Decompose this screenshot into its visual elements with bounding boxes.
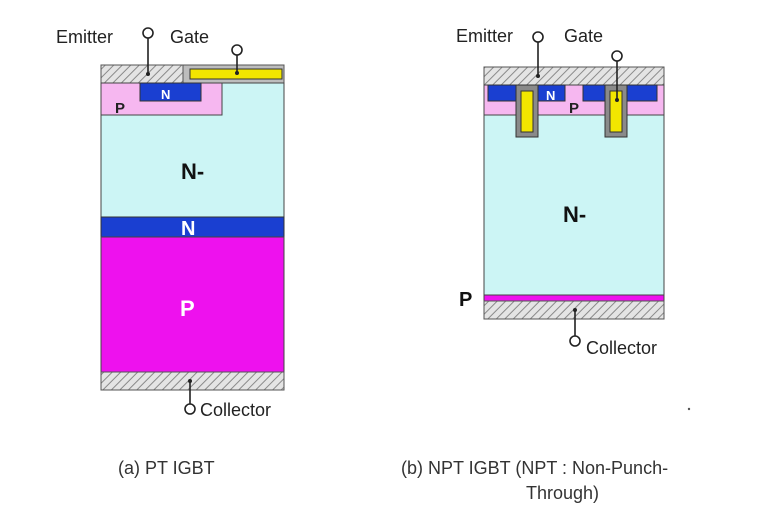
- npt-caption-line2: Through): [526, 483, 599, 503]
- npt-drift-label: N-: [563, 202, 586, 227]
- pt-emitter-terminal: [142, 27, 154, 39]
- npt-igbt-diagram: Emitter Gate N P N- P Collector: [456, 26, 665, 358]
- npt-n-well-label: N: [546, 88, 555, 103]
- npt-gate-terminal: [611, 50, 623, 62]
- npt-emitter-label: Emitter: [456, 26, 513, 46]
- pt-p-body-label: P: [115, 100, 125, 117]
- pt-n-well-label: N: [161, 87, 170, 102]
- npt-emitter-terminal: [532, 31, 544, 43]
- pt-emitter-label: Emitter: [56, 27, 113, 47]
- npt-p-layer-label: P: [459, 289, 472, 311]
- npt-collector-label: Collector: [586, 338, 657, 358]
- npt-caption-line1: (b) NPT IGBT (NPT : Non-Punch-: [401, 458, 668, 478]
- npt-collector-terminal: [569, 335, 581, 347]
- npt-n-well-right-a: [582, 84, 608, 102]
- pt-gate-terminal: [231, 44, 243, 56]
- pt-emitter-metal: [100, 64, 184, 84]
- pt-collector-label: Collector: [200, 400, 271, 420]
- npt-emitter-metal: [483, 66, 665, 86]
- npt-gate-label: Gate: [564, 26, 603, 46]
- pt-n-well: [139, 82, 202, 102]
- pt-drift-label: N-: [181, 159, 204, 184]
- pt-igbt-diagram: Emitter Gate N P N- N P Collector: [56, 27, 285, 420]
- pt-gate-label: Gate: [170, 27, 209, 47]
- npt-n-well-left-a: [487, 84, 519, 102]
- stray-dot: [687, 407, 691, 411]
- npt-p-body-label: P: [569, 100, 579, 117]
- npt-p-layer: [483, 294, 665, 302]
- pt-buffer-label: N: [181, 218, 195, 240]
- pt-substrate-label: P: [180, 296, 195, 321]
- pt-caption: (a) PT IGBT: [118, 458, 215, 478]
- pt-collector-terminal: [184, 403, 196, 415]
- npt-n-well-right-b: [626, 84, 658, 102]
- pt-collector-metal: [100, 371, 285, 391]
- pt-p-substrate: [100, 236, 285, 373]
- npt-drift-region: [483, 84, 665, 296]
